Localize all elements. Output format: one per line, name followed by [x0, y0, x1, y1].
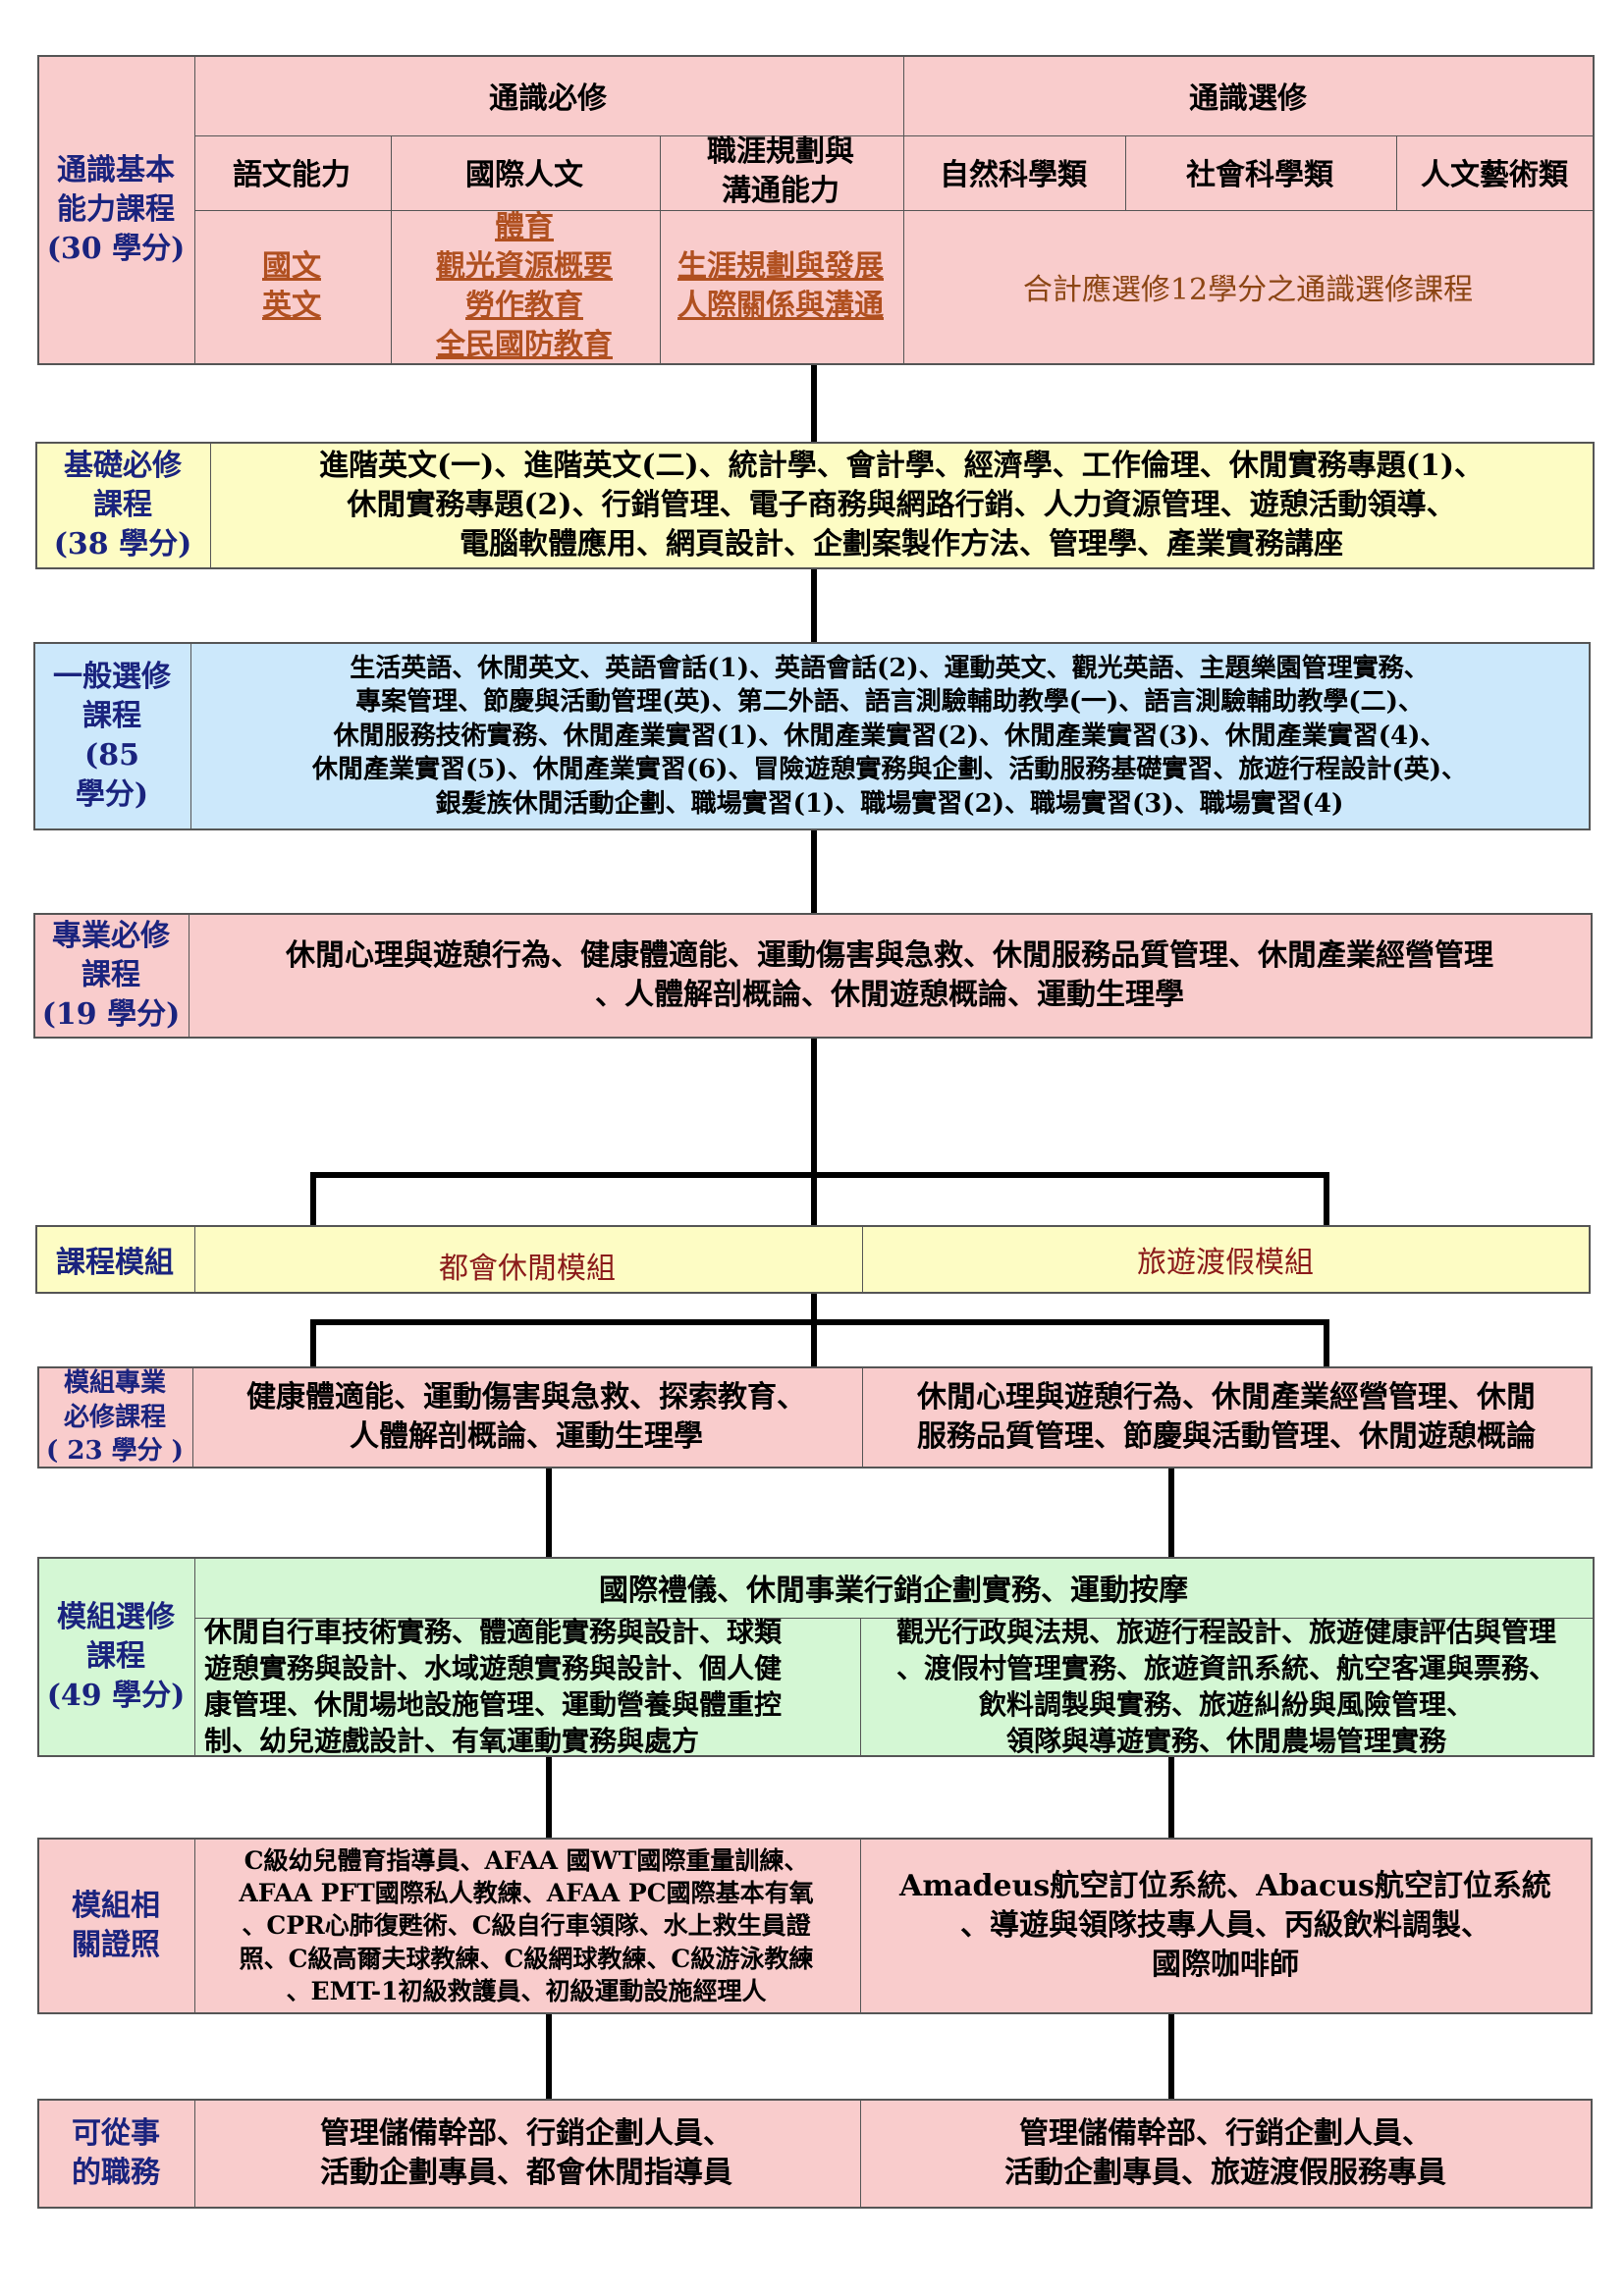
connector-mreq-melec-travel	[1168, 1468, 1174, 1557]
ge-elective-header: 通識選修	[1189, 81, 1307, 116]
ge-col-natural-science: 自然科學類	[940, 158, 1087, 192]
general-elective-label: 一般選修 課程 (85 學分)	[53, 660, 171, 812]
certificates-travel: Amadeus航空訂位系統、Abacus航空訂位系統 、導遊與領隊技專人員、丙級…	[899, 1869, 1551, 1982]
basic-required-label: 基礎必修 課程 (38 學分)	[53, 449, 192, 561]
modules-label: 課程模組	[56, 1246, 174, 1280]
split-bar-2	[310, 1319, 1329, 1325]
module-elective-urban: 休閒自行車技術實務、體適能實務與設計、球類 遊憩實務與設計、水域遊憩實務與設計、…	[204, 1615, 783, 1758]
major-required-box	[33, 913, 1593, 1039]
careers-travel: 管理儲備幹部、行銷企劃人員、 活動企劃專員、旅遊渡假服務專員	[1004, 2116, 1446, 2190]
connector-basic-elective	[811, 569, 817, 642]
module-elective-label: 模組選修 課程 (49 學分)	[46, 1600, 186, 1713]
ge-col-humanities: 國際人文	[465, 158, 583, 192]
module-elective-shared: 國際禮儀、休閒事業行銷企劃實務、運動按摩	[599, 1574, 1188, 1608]
certificates-urban: C級幼兒體育指導員、AFAA 國WT國際重量訓練、 AFAA PFT國際私人教練…	[239, 1845, 814, 2005]
course-link-career-planning[interactable]: 生涯規劃與發展	[677, 249, 884, 285]
split-bar-1	[310, 1172, 1329, 1178]
course-link-labor-education[interactable]: 勞作教育	[465, 289, 583, 323]
course-link-english[interactable]: 英文	[262, 289, 321, 323]
connector-modules-split	[811, 1294, 817, 1323]
major-required-courses: 休閒心理與遊憩行為、健康體適能、運動傷害與急救、休閒服務品質管理、休閒產業經營管…	[286, 938, 1493, 1012]
split-leg-1a	[310, 1172, 316, 1225]
connector-cert-career-travel	[1168, 2014, 1174, 2099]
split-leg-2b	[811, 1319, 817, 1366]
connector-cert-career-urban	[546, 2014, 552, 2099]
split-leg-2a	[310, 1319, 316, 1366]
modules-box	[35, 1225, 1591, 1294]
module-required-label: 模組專業 必修課程 ( 23 學分 )	[46, 1368, 184, 1467]
module-elective-box	[37, 1557, 1595, 1757]
careers-box	[37, 2099, 1593, 2209]
basic-required-courses: 進階英文(一)、進階英文(二)、統計學、會計學、經濟學、工作倫理、休閒實務專題(…	[318, 449, 1485, 561]
connector-melec-cert-travel	[1168, 1757, 1174, 1838]
course-link-interpersonal[interactable]: 人際關係與溝通	[677, 289, 884, 323]
major-required-label: 專業必修 課程 (19 學分)	[41, 919, 181, 1032]
careers-label: 可從事 的職務	[72, 2116, 160, 2190]
module-required-urban: 健康體適能、運動傷害與急救、探索教育、 人體解剖概論、運動生理學	[246, 1380, 806, 1454]
split-leg-2c	[1324, 1319, 1329, 1366]
ge-career-courses: 生涯規劃與發展 人際關係與溝通	[660, 210, 901, 363]
module-required-travel: 休閒心理與遊憩行為、休閒產業經營管理、休閒 服務品質管理、節慶與活動管理、休閒遊…	[917, 1380, 1536, 1454]
ge-col-arts: 人文藝術類	[1421, 158, 1568, 192]
course-link-national-defense[interactable]: 全民國防教育	[436, 327, 613, 362]
ge-humanities-courses: 體育 觀光資源概要 勞作教育 全民國防教育	[391, 210, 658, 363]
connector-melec-cert-urban	[546, 1757, 552, 1838]
basic-required-box	[35, 442, 1595, 569]
split-leg-1c	[1324, 1172, 1329, 1225]
general-ed-box	[37, 55, 1595, 365]
connector-mreq-melec-urban	[546, 1468, 552, 1557]
ge-col-social-science: 社會科學類	[1186, 158, 1333, 192]
careers-urban: 管理儲備幹部、行銷企劃人員、 活動企劃專員、都會休閒指導員	[320, 2116, 732, 2190]
connector-ge-basic	[811, 365, 817, 442]
module-travel-resort[interactable]: 旅遊渡假模組	[1137, 1246, 1314, 1280]
ge-col-career: 職涯規劃與 溝通能力	[707, 134, 854, 208]
course-link-tourism-resources[interactable]: 觀光資源概要	[436, 249, 613, 285]
module-elective-travel: 觀光行政與法規、旅遊行程設計、旅遊健康評估與管理 、渡假村管理實務、旅遊資訊系統…	[895, 1615, 1556, 1758]
split-leg-1b	[811, 1172, 817, 1225]
course-link-pe[interactable]: 體育	[495, 210, 554, 245]
ge-col-language: 語文能力	[233, 158, 351, 192]
module-required-box	[37, 1366, 1593, 1468]
course-link-chinese[interactable]: 國文	[262, 249, 321, 285]
general-elective-box	[33, 642, 1591, 830]
ge-language-courses: 國文 英文	[194, 210, 389, 363]
general-elective-courses: 生活英語、休閒英文、英語會話(1)、英語會話(2)、運動英文、觀光英語、主題樂園…	[312, 653, 1467, 819]
module-urban-leisure[interactable]: 都會休閒模組	[439, 1252, 616, 1286]
ge-elective-note: 合計應選修12學分之通識選修課程	[1022, 273, 1474, 307]
connector-elective-major	[811, 830, 817, 913]
certificates-box	[37, 1838, 1593, 2014]
connector-major-split	[811, 1039, 817, 1176]
ge-required-header: 通識必修	[489, 81, 607, 116]
certificates-label: 模組相 關證照	[72, 1889, 160, 1962]
general-ed-label: 通識基本 能力課程 (30 學分)	[46, 153, 186, 266]
